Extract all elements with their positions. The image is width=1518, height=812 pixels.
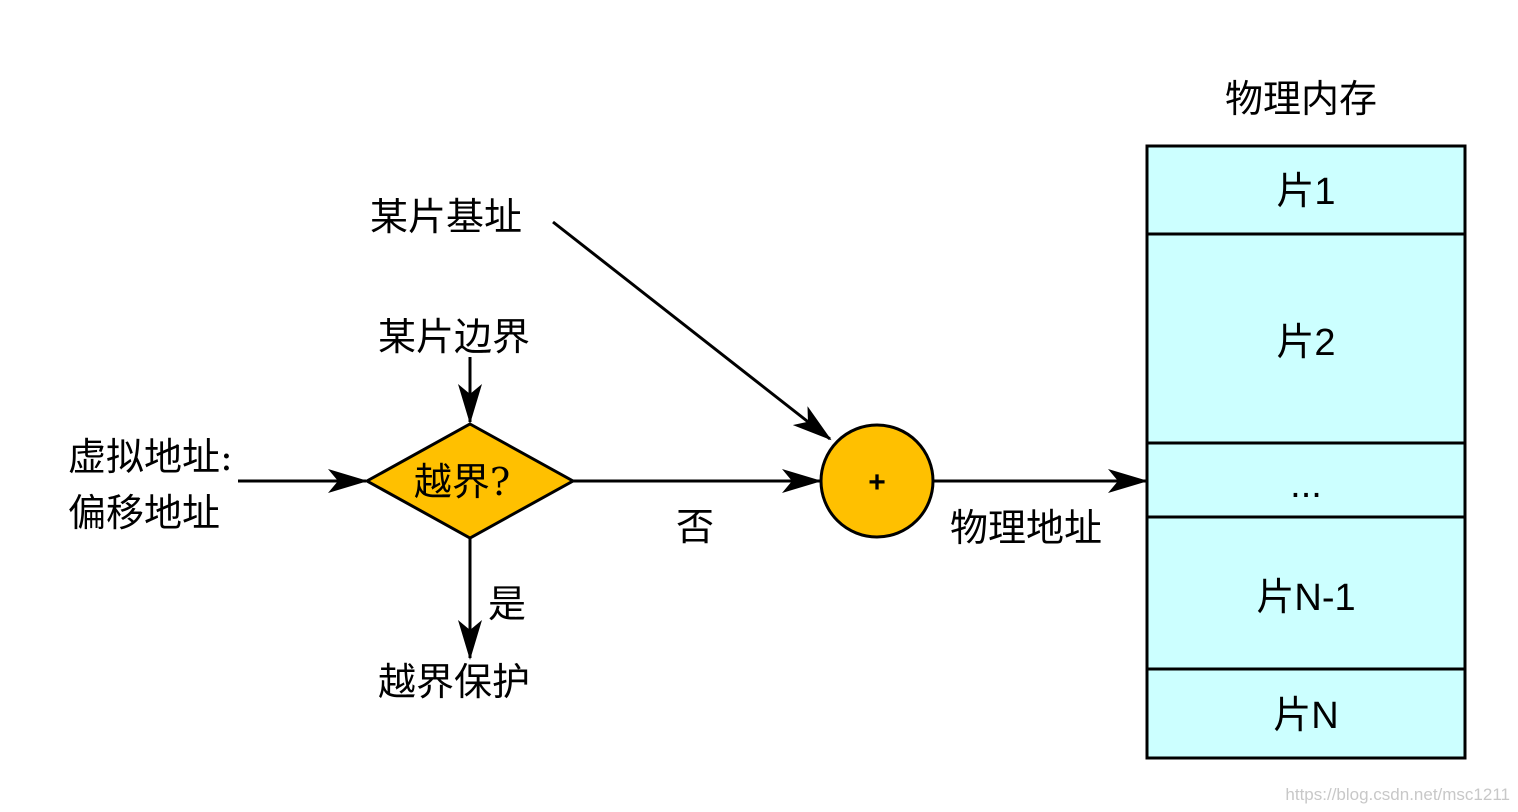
virtual-address-label-line2: 偏移地址 xyxy=(68,491,220,535)
no-label: 否 xyxy=(676,505,714,549)
memory-title: 物理内存 xyxy=(1225,77,1377,121)
memory-segment-label: 片N-1 xyxy=(1256,577,1355,619)
memory-segment-n xyxy=(1145,667,1467,760)
yes-label: 是 xyxy=(488,582,526,626)
segment-base-arrow xyxy=(552,220,832,441)
memory-segment-ellipsis xyxy=(1145,441,1467,519)
physical-address-label: 物理地址 xyxy=(950,506,1102,550)
watermark: https://blog.csdn.net/msc1211 xyxy=(1285,785,1510,804)
memory-segment-label: 片2 xyxy=(1276,322,1335,364)
physical-memory: 片1 片2 ... 片N-1 片N xyxy=(1145,144,1467,760)
memory-segment-label: 片1 xyxy=(1276,171,1335,213)
virtual-address-label-line1: 虚拟地址: xyxy=(68,435,233,479)
memory-segment-1 xyxy=(1145,144,1467,236)
memory-segment-2 xyxy=(1145,232,1467,445)
segment-limit-label: 某片边界 xyxy=(378,315,530,359)
adder-symbol: + xyxy=(868,466,886,499)
memory-segment-n-minus-1 xyxy=(1145,515,1467,671)
memory-segment-label: 片N xyxy=(1273,695,1338,737)
decision-diamond xyxy=(363,422,577,540)
decision-label: 越界? xyxy=(414,460,510,504)
protection-label: 越界保护 xyxy=(378,660,530,704)
segment-base-label: 某片基址 xyxy=(370,195,522,239)
memory-segment-label: ... xyxy=(1290,464,1322,506)
adder-circle xyxy=(819,423,935,539)
